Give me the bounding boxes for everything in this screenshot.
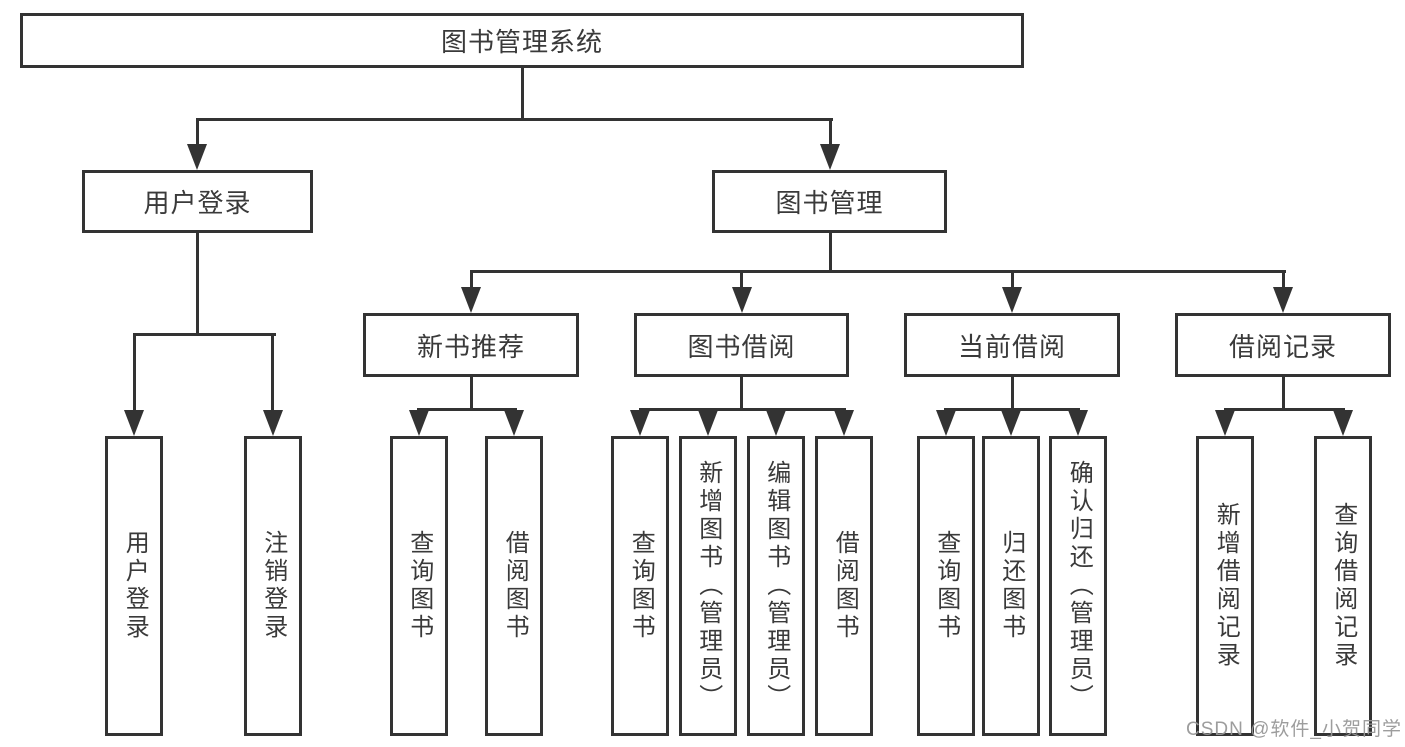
connector-borrow-records-drop	[1281, 273, 1285, 289]
arrowhead-book-mgmt	[820, 144, 840, 170]
connector-book-borrow-stem	[740, 377, 743, 408]
leaf-bor-add-books-label: 新增图书（管理员）	[694, 460, 722, 712]
connector-leaf-user-login-drop	[132, 336, 136, 412]
arrowhead-leaf-user-login	[124, 410, 144, 436]
node-current-borrow: 当前借阅	[904, 313, 1120, 377]
connector-borrow-records-stem	[1281, 377, 1285, 408]
leaf-rcd-query-record-label: 查询借阅记录	[1329, 502, 1357, 670]
connector-user-login-drop	[195, 121, 199, 148]
leaf-user-login-label: 用户登录	[121, 530, 149, 642]
node-user-login: 用户登录	[82, 170, 313, 233]
arrowhead-user-login	[187, 144, 207, 170]
node-borrow-records-label: 借阅记录	[1228, 331, 1337, 362]
leaf-user-login: 用户登录	[105, 436, 163, 736]
connector-current-borrow-leaf-bar	[944, 408, 1080, 411]
leaf-rec-borrow-books-label: 借阅图书	[501, 530, 529, 642]
arrowhead-leaf-logout	[262, 410, 283, 436]
connector-borrow-records-leaf-bar	[1223, 408, 1345, 411]
connector-root-stem	[520, 67, 524, 121]
node-book-borrow-label: 图书借阅	[687, 331, 796, 362]
leaf-rec-query-books: 查询图书	[389, 436, 448, 736]
arrowhead-leaf-cur-query	[935, 410, 956, 436]
leaf-logout-label: 注销登录	[259, 530, 287, 642]
arrowhead-leaf-cur-return	[1000, 410, 1021, 436]
node-user-login-label: 用户登录	[143, 188, 252, 218]
node-borrow-records: 借阅记录	[1175, 313, 1391, 377]
arrowhead-borrow-records	[1273, 287, 1293, 313]
connector-new-book-rec-drop	[469, 273, 473, 289]
leaf-rcd-add-record-label: 新增借阅记录	[1212, 502, 1240, 670]
connector-new-book-rec-stem	[469, 377, 473, 408]
leaf-rcd-add-record: 新增借阅记录	[1196, 436, 1254, 736]
connector-book-mgmt-stem	[828, 233, 832, 273]
connector-user-login-leaf-bar	[132, 333, 276, 336]
leaf-bor-edit-books: 编辑图书（管理员）	[746, 436, 805, 736]
leaf-rcd-query-record: 查询借阅记录	[1313, 436, 1372, 736]
leaf-cur-return-books: 归还图书	[981, 436, 1040, 736]
leaf-logout: 注销登录	[243, 436, 302, 736]
leaf-bor-borrow-books-label: 借阅图书	[831, 530, 859, 642]
leaf-cur-query-books: 查询图书	[916, 436, 975, 736]
connector-current-borrow-stem	[1010, 377, 1014, 408]
leaf-bor-query-books-label: 查询图书	[627, 530, 655, 642]
leaf-bor-borrow-books: 借阅图书	[815, 436, 873, 736]
leaf-rec-borrow-books: 借阅图书	[485, 436, 543, 736]
arrowhead-leaf-cur-confirm	[1068, 410, 1088, 436]
connector-level3-bar	[469, 270, 1286, 273]
connector-book-borrow-drop	[740, 273, 743, 289]
arrowhead-leaf-rec-query	[408, 410, 429, 436]
arrowhead-leaf-rcd-add	[1215, 410, 1235, 436]
arrowhead-leaf-rcd-query	[1332, 410, 1353, 436]
node-new-book-rec-label: 新书推荐	[416, 331, 525, 362]
node-root-label: 图书管理系统	[440, 27, 603, 57]
node-book-mgmt-label: 图书管理	[775, 188, 884, 218]
arrowhead-current-borrow	[1002, 287, 1022, 313]
arrowhead-book-borrow	[731, 287, 752, 313]
leaf-bor-edit-books-label: 编辑图书（管理员）	[762, 460, 790, 712]
arrowhead-leaf-bor-add	[697, 410, 718, 436]
connector-book-borrow-leaf-bar	[638, 408, 846, 411]
leaf-rec-query-books-label: 查询图书	[405, 530, 433, 642]
arrowhead-leaf-rec-borrow	[504, 410, 524, 436]
connector-level2-bar	[195, 118, 833, 121]
arrowhead-leaf-bor-borrow	[834, 410, 854, 436]
node-new-book-rec: 新书推荐	[363, 313, 579, 377]
leaf-cur-confirm-return: 确认归还（管理员）	[1049, 436, 1107, 736]
leaf-bor-query-books: 查询图书	[611, 436, 669, 736]
leaf-cur-confirm-return-label: 确认归还（管理员）	[1065, 460, 1093, 712]
node-book-borrow: 图书借阅	[634, 313, 849, 377]
node-current-borrow-label: 当前借阅	[957, 331, 1066, 362]
connector-book-mgmt-drop	[828, 121, 832, 148]
arrowhead-new-book-rec	[461, 287, 481, 313]
connector-new-book-rec-leaf-bar	[417, 408, 517, 411]
leaf-cur-query-books-label: 查询图书	[932, 530, 960, 642]
node-book-mgmt: 图书管理	[712, 170, 947, 233]
leaf-cur-return-books-label: 归还图书	[997, 530, 1025, 642]
arrowhead-leaf-bor-query	[630, 410, 650, 436]
watermark: CSDN @软件_小贺同学	[1186, 719, 1402, 740]
connector-user-login-stem	[196, 233, 199, 336]
leaf-bor-add-books: 新增图书（管理员）	[678, 436, 737, 736]
node-root: 图书管理系统	[20, 13, 1024, 68]
connector-current-borrow-drop	[1010, 273, 1014, 289]
arrowhead-leaf-bor-edit	[765, 410, 786, 436]
connector-leaf-logout-drop	[271, 336, 274, 412]
